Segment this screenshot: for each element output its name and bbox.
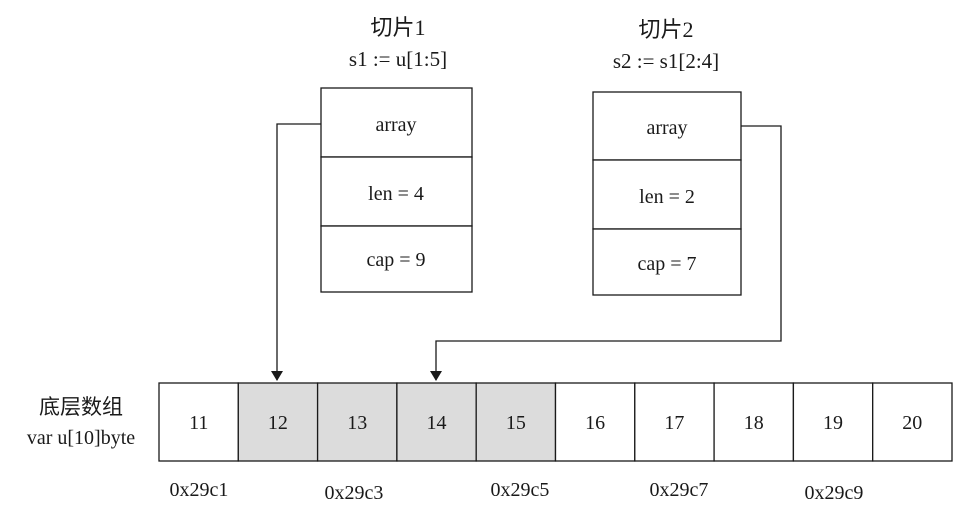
- slice1-pointer-arrow: [271, 123, 321, 381]
- address-labels: 0x29c1 0x29c3 0x29c5 0x29c7 0x29c9: [170, 479, 864, 504]
- array-cell-value-3: 14: [427, 412, 447, 434]
- array-cell-8: [792, 382, 874, 462]
- array-cell-value-9: 20: [902, 412, 922, 434]
- slice1-len-label: len = 4: [368, 183, 424, 205]
- array-cell-value-6: 17: [664, 412, 684, 434]
- slice2-title: 切片2: [638, 17, 693, 42]
- array-cell-9: [872, 382, 953, 462]
- array-cell-7: [713, 382, 795, 462]
- slice1-field-cap: [320, 225, 473, 293]
- slice1-expression: s1 := u[1:5]: [349, 47, 447, 71]
- address-label-3: 0x29c7: [650, 479, 709, 501]
- array-cell-value-5: 16: [585, 412, 605, 434]
- slice2-field-cap: [592, 228, 742, 296]
- array-cell-3: [396, 382, 477, 462]
- array-cell-value-4: 15: [506, 412, 526, 434]
- array-cell-value-8: 19: [823, 412, 843, 434]
- address-label-0: 0x29c1: [170, 479, 229, 501]
- slice2-pointer-arrow: [430, 125, 782, 381]
- array-cell-5: [554, 382, 636, 462]
- array-label: 底层数组: [39, 395, 123, 419]
- slice2-len-label: len = 2: [639, 186, 695, 208]
- address-label-4: 0x29c9: [805, 482, 864, 504]
- slice2-expression: s2 := s1[2:4]: [613, 49, 719, 73]
- slice1-title: 切片1: [370, 15, 425, 40]
- array-cell-2: [316, 382, 398, 462]
- array-cell-value-7: 18: [744, 412, 764, 434]
- slice2-field-len: [592, 159, 742, 230]
- slice1-field-len: [320, 156, 473, 227]
- array-cell-value-1: 12: [268, 412, 288, 434]
- slice2-cap-label: cap = 7: [637, 253, 696, 275]
- array-cell-value-0: 11: [189, 412, 208, 434]
- array-cell-6: [634, 382, 715, 462]
- array-cells: 11 12 13 14 15 16 17 18 19 20: [158, 382, 953, 462]
- address-label-2: 0x29c5: [491, 479, 550, 501]
- slice2-struct: array len = 2 cap = 7: [592, 91, 742, 296]
- array-cell-4: [475, 382, 557, 462]
- slice1-cap-label: cap = 9: [366, 249, 425, 271]
- slice1-array-label: array: [375, 114, 416, 136]
- slice1-field-array: [320, 87, 473, 158]
- address-label-1: 0x29c3: [325, 482, 384, 504]
- slice1-struct: array len = 4 cap = 9: [320, 87, 473, 293]
- array-declaration: var u[10]byte: [27, 427, 135, 449]
- array-cell-value-2: 13: [347, 412, 367, 434]
- slice2-array-label: array: [646, 117, 687, 139]
- slice2-field-array: [592, 91, 742, 161]
